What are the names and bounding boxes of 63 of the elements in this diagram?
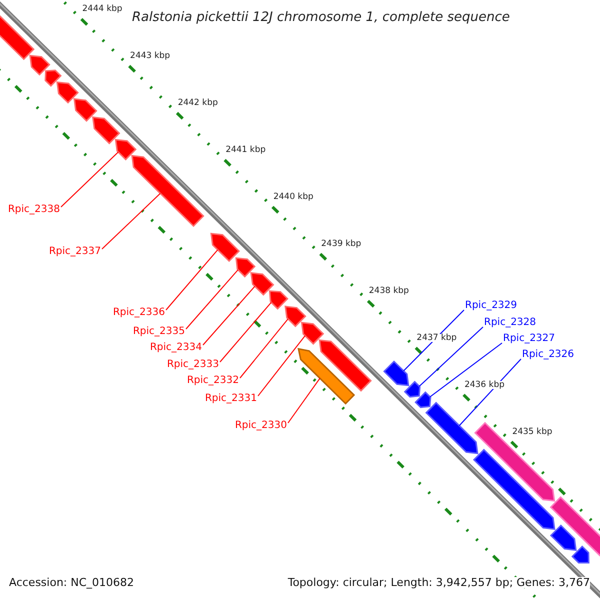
accession-text: Accession: NC_010682: [9, 577, 134, 588]
leader-line: [186, 269, 238, 330]
gene-label: Rpic_2329: [465, 301, 518, 311]
leader-line: [240, 318, 288, 378]
leader-line: [258, 335, 306, 396]
leader-line: [418, 326, 484, 387]
gene-label: Rpic_2326: [522, 350, 574, 360]
gene-feature: [235, 257, 256, 278]
gene-feature: [404, 380, 421, 398]
gene-feature: [550, 524, 577, 551]
gene-feature: [383, 360, 410, 386]
scale-label: 2439 kbp: [321, 240, 362, 248]
gene-feature: [318, 339, 372, 392]
leader-line: [430, 342, 502, 398]
gene-feature: [474, 422, 556, 502]
gene-label: Rpic_2334: [150, 343, 202, 353]
scale-label: 2442 kbp: [178, 98, 218, 108]
scale-label: 2436 kbp: [464, 380, 504, 390]
gene-feature: [425, 402, 478, 454]
leader-line: [403, 310, 464, 372]
summary-text: Topology: circular; Length: 3,942,557 bp; Genes: 3,767: [288, 577, 590, 588]
scale-label: 2440 kbp: [273, 192, 314, 202]
gene-feature: [44, 70, 62, 87]
gene-label: Rpic_2331: [204, 394, 257, 404]
gene-feature: [250, 272, 274, 296]
gene-feature: [131, 154, 204, 228]
gene-feature: [550, 496, 600, 558]
gene-feature: [114, 138, 137, 160]
gene-feature: [92, 116, 120, 144]
leader-line: [458, 358, 522, 426]
gene-feature: [29, 54, 50, 76]
gene-feature: [73, 98, 98, 122]
leader-line: [202, 286, 256, 346]
gene-feature: [210, 232, 240, 262]
gene-label: Rpic_2327: [503, 334, 556, 344]
gene-label: Rpic_2336: [112, 308, 165, 318]
gene-feature: [414, 391, 432, 408]
gene-label: Rpic_2338: [8, 205, 60, 215]
scale-label: 2437 kbp: [416, 334, 457, 342]
gene-feature: [56, 81, 79, 104]
leader-line: [288, 378, 320, 424]
gene-label: Rpic_2335: [132, 327, 185, 337]
leader-line: [166, 249, 218, 310]
leader-line: [60, 152, 119, 208]
gene-feature: [268, 290, 288, 310]
title: Ralstonia pickettii 12J chromosome 1, complete sequence: [132, 11, 510, 24]
gene-label: Rpic_2330: [234, 421, 287, 431]
gene-label: Rpic_2337: [48, 247, 101, 257]
leader-line: [220, 302, 272, 362]
gene-feature: [284, 306, 306, 328]
gene-feature: [472, 448, 556, 530]
scale-label: 2441 kbp: [226, 146, 266, 154]
gene-feature: [571, 545, 590, 564]
scale-label: 2438 kbp: [368, 286, 409, 296]
gene-label: Rpic_2328: [484, 318, 536, 328]
scale-label: 2444 kbp: [82, 4, 122, 14]
gene-label: Rpic_2333: [166, 360, 219, 370]
gene-label: Rpic_2332: [186, 376, 239, 386]
scale-label: 2443 kbp: [130, 52, 170, 60]
gene-feature: [298, 348, 356, 405]
scale-label: 2435 kbp: [512, 428, 552, 436]
leader-line: [102, 192, 161, 250]
gene-feature: [300, 322, 324, 345]
